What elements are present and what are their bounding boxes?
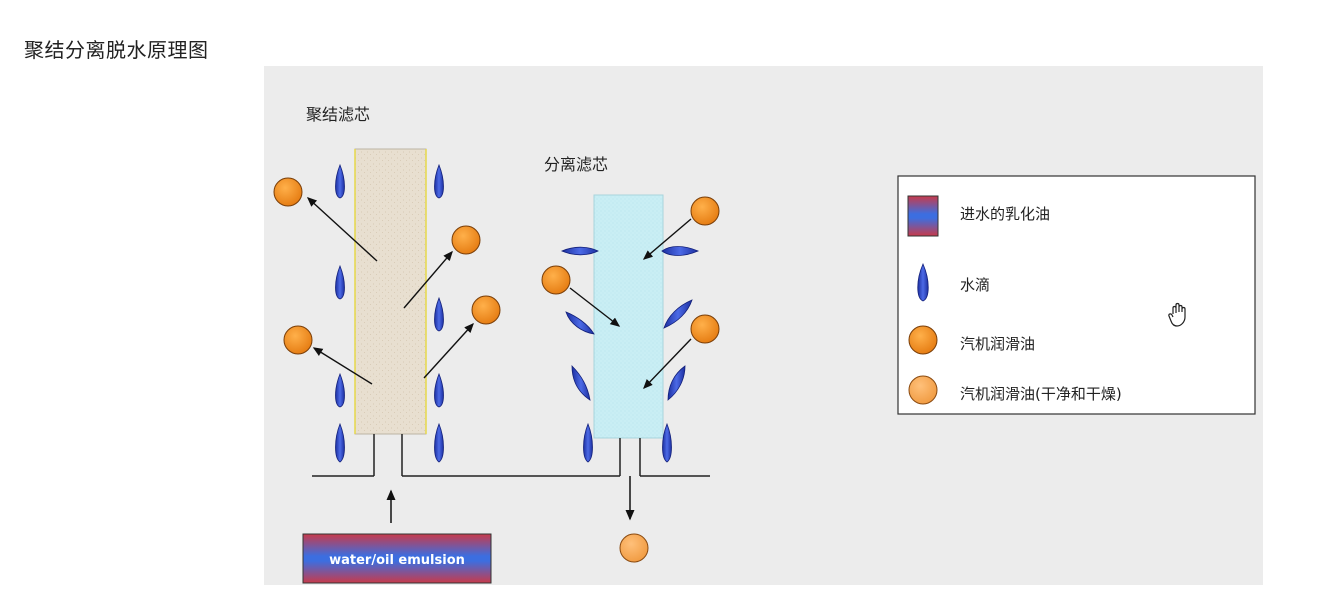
coalescer-water-drops [335, 163, 444, 463]
inlet-label: water/oil emulsion [329, 553, 465, 568]
inlet-emulsion-box: water/oil emulsion [302, 533, 492, 584]
water-drop-icon [565, 311, 595, 335]
legend-label-emulsion: 进水的乳化油 [960, 205, 1050, 223]
separator-flow-arrows [569, 218, 692, 390]
oil-dot [283, 325, 313, 355]
coalescer-label: 聚结滤芯 [306, 105, 370, 124]
legend-box [897, 175, 1256, 415]
oil-dot [690, 196, 720, 226]
oil-dot-icon [908, 325, 938, 355]
water-drop-icon [335, 163, 345, 199]
water-drop-icon [434, 422, 444, 463]
water-drop-icon [583, 422, 593, 463]
oil-dot [541, 265, 571, 295]
water-drop-icon [917, 263, 929, 302]
legend-label-oil: 汽机润滑油 [960, 335, 1035, 353]
water-drop-icon [434, 372, 444, 408]
diagram-canvas: 聚结滤芯 分离滤芯 [273, 105, 1256, 584]
water-drop-icon [560, 246, 599, 256]
oil-dot [273, 177, 303, 207]
separator-water-drops [560, 246, 700, 463]
legend: 进水的乳化油 水滴 汽机润滑油 汽机润滑油(干净和干燥) [897, 175, 1256, 415]
water-drop-icon [571, 365, 591, 401]
oil-dot [690, 314, 720, 344]
separator-label: 分离滤芯 [544, 155, 608, 174]
separator-element [593, 194, 664, 439]
water-drop-icon [335, 264, 345, 300]
water-drop-icon [663, 299, 693, 329]
legend-label-clean-oil: 汽机润滑油(干净和干燥) [960, 385, 1122, 403]
water-drop-icon [434, 296, 444, 332]
legend-label-water-drop: 水滴 [960, 276, 990, 294]
hand-cursor-icon [1168, 302, 1186, 327]
diagram-panel: 聚结滤芯 分离滤芯 [264, 66, 1263, 585]
water-drop-icon [661, 246, 700, 256]
pipe-network [312, 434, 710, 477]
oil-dot [451, 225, 481, 255]
clean-oil-dot-icon [908, 375, 938, 405]
water-drop-icon [335, 372, 345, 408]
outlet-clean-oil-dot [619, 533, 649, 563]
coalescer-element [354, 148, 427, 435]
water-drop-icon [667, 365, 686, 401]
emulsion-swatch-icon [907, 195, 939, 237]
water-drop-icon [434, 163, 444, 199]
oil-dot [471, 295, 501, 325]
coalescer-flow-arrows [306, 197, 474, 385]
page-title: 聚结分离脱水原理图 [24, 38, 209, 62]
water-drop-icon [335, 422, 345, 463]
water-drop-icon [662, 422, 672, 463]
